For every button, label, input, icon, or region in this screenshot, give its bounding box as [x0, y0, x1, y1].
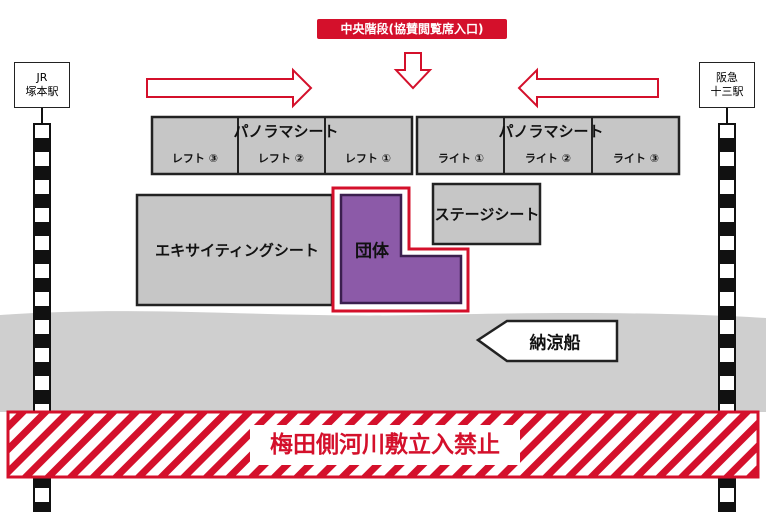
seat-left-2: レフト ②	[257, 152, 305, 165]
hankyu-station-line2: 十三駅	[710, 85, 744, 98]
panorama-right-title: パノラマシート	[498, 122, 604, 141]
seat-right-2: ライト ②	[524, 152, 572, 165]
seat-left-3: レフト ③	[171, 152, 219, 165]
arrow-left-icon	[517, 67, 659, 109]
river-area	[0, 311, 766, 412]
hankyu-juso-station: 阪急 十三駅	[699, 62, 755, 108]
jr-station-line1: JR	[36, 71, 48, 84]
stage-seat-label: ステージシート	[434, 205, 540, 224]
panorama-right-block	[415, 115, 681, 176]
cruise-boat-shape	[475, 319, 619, 363]
group-seat-outline	[331, 186, 470, 313]
arrow-down-icon	[393, 52, 433, 90]
seat-left-1: レフト ①	[344, 152, 392, 165]
arrow-right-icon	[146, 67, 313, 109]
panorama-left-block	[150, 115, 414, 176]
stage-seat-block	[431, 182, 542, 246]
seat-right-3: ライト ③	[612, 152, 660, 165]
group-seat-label: 団体	[355, 241, 389, 262]
no-entry-label: 梅田側河川敷立入禁止	[250, 425, 520, 465]
jr-tsukamoto-station: JR 塚本駅	[14, 62, 70, 108]
cruise-boat-label: 納涼船	[529, 333, 581, 354]
exciting-seat-block	[135, 193, 334, 307]
exciting-seat-label: エキサイティングシート	[155, 241, 319, 260]
seat-right-1: ライト ①	[437, 152, 485, 165]
jr-station-line2: 塚本駅	[25, 85, 59, 98]
hankyu-station-line1: 阪急	[716, 71, 738, 84]
panorama-left-title: パノラマシート	[233, 122, 339, 141]
central-stairs-label: 中央階段(協賛閲覧席入口)	[317, 19, 507, 39]
group-seat-block	[339, 193, 463, 305]
